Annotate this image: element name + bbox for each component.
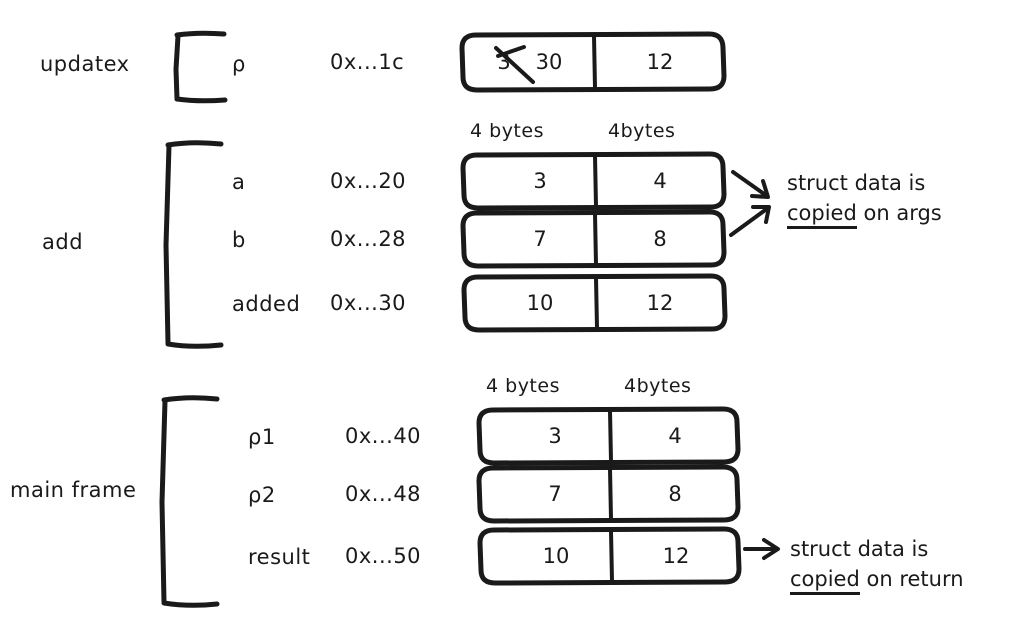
var-name-main-2: result (248, 545, 311, 569)
note-add-line2-rest: on args (856, 201, 942, 225)
var-name-add-2: added (232, 292, 301, 316)
slot-value-add-1-right: 8 (653, 227, 667, 251)
address-main-2: 0x...50 (345, 544, 422, 568)
address-updatex-0: 0x...1c (330, 50, 405, 74)
byte-label-add-right: 4bytes (608, 120, 676, 142)
note-add-line2: copied on args (787, 198, 942, 229)
var-name-add-0: a (232, 170, 246, 194)
note-arrow-add-top (731, 170, 770, 199)
note-main-line2-rest: on return (859, 567, 964, 591)
note-arrow-main (743, 538, 780, 560)
slot-value-main-0-left: 3 (548, 424, 562, 448)
byte-label-add-left: 4 bytes (470, 120, 544, 142)
slot-value-updatex-0-right: 12 (646, 50, 674, 74)
slot-value-main-1-left: 7 (548, 482, 562, 506)
slot-value-main-2-right: 12 (662, 544, 690, 568)
frame-label-updatex: updatex (40, 52, 130, 76)
frame-label-add: add (42, 230, 84, 254)
frame-label-main-frame: main frame (10, 478, 137, 502)
slot-value-add-0-left: 3 (533, 169, 547, 193)
address-main-1: 0x...48 (345, 482, 422, 506)
byte-label-main-left: 4 bytes (486, 375, 560, 397)
note-add-underlined: copied (787, 201, 857, 229)
note-add-line1: struct data is (787, 171, 926, 195)
note-main-line2: copied on return (790, 564, 964, 595)
note-add: struct data is copied on args (787, 168, 942, 229)
slot-value-updatex-0-left: 30 (535, 50, 563, 74)
address-main-0: 0x...40 (345, 424, 422, 448)
var-name-updatex-0: ρ (232, 52, 246, 76)
slot-value-updatex-0-struck: 3 (497, 50, 511, 74)
address-add-2: 0x...30 (330, 291, 407, 315)
note-main-underlined: copied (790, 567, 860, 595)
address-add-0: 0x...20 (330, 169, 407, 193)
slot-value-add-0-right: 4 (653, 169, 667, 193)
slot-value-main-0-right: 4 (668, 424, 682, 448)
bracket-add (163, 140, 224, 349)
byte-label-main-right: 4bytes (624, 375, 692, 397)
var-name-main-0: ρ1 (248, 425, 276, 449)
slot-value-add-2-right: 12 (646, 291, 674, 315)
address-add-1: 0x...28 (330, 227, 407, 251)
slot-value-add-2-left: 10 (526, 291, 554, 315)
slot-value-main-2-left: 10 (542, 544, 570, 568)
bracket-updatex (173, 30, 228, 104)
note-main: struct data is copied on return (790, 534, 964, 595)
var-name-add-1: b (232, 228, 246, 252)
var-name-main-1: ρ2 (248, 483, 276, 507)
note-arrow-add-bottom (729, 205, 771, 237)
note-main-line1: struct data is (790, 537, 929, 561)
bracket-main-frame (159, 395, 220, 608)
slot-value-add-1-left: 7 (533, 227, 547, 251)
slot-value-main-1-right: 8 (668, 482, 682, 506)
